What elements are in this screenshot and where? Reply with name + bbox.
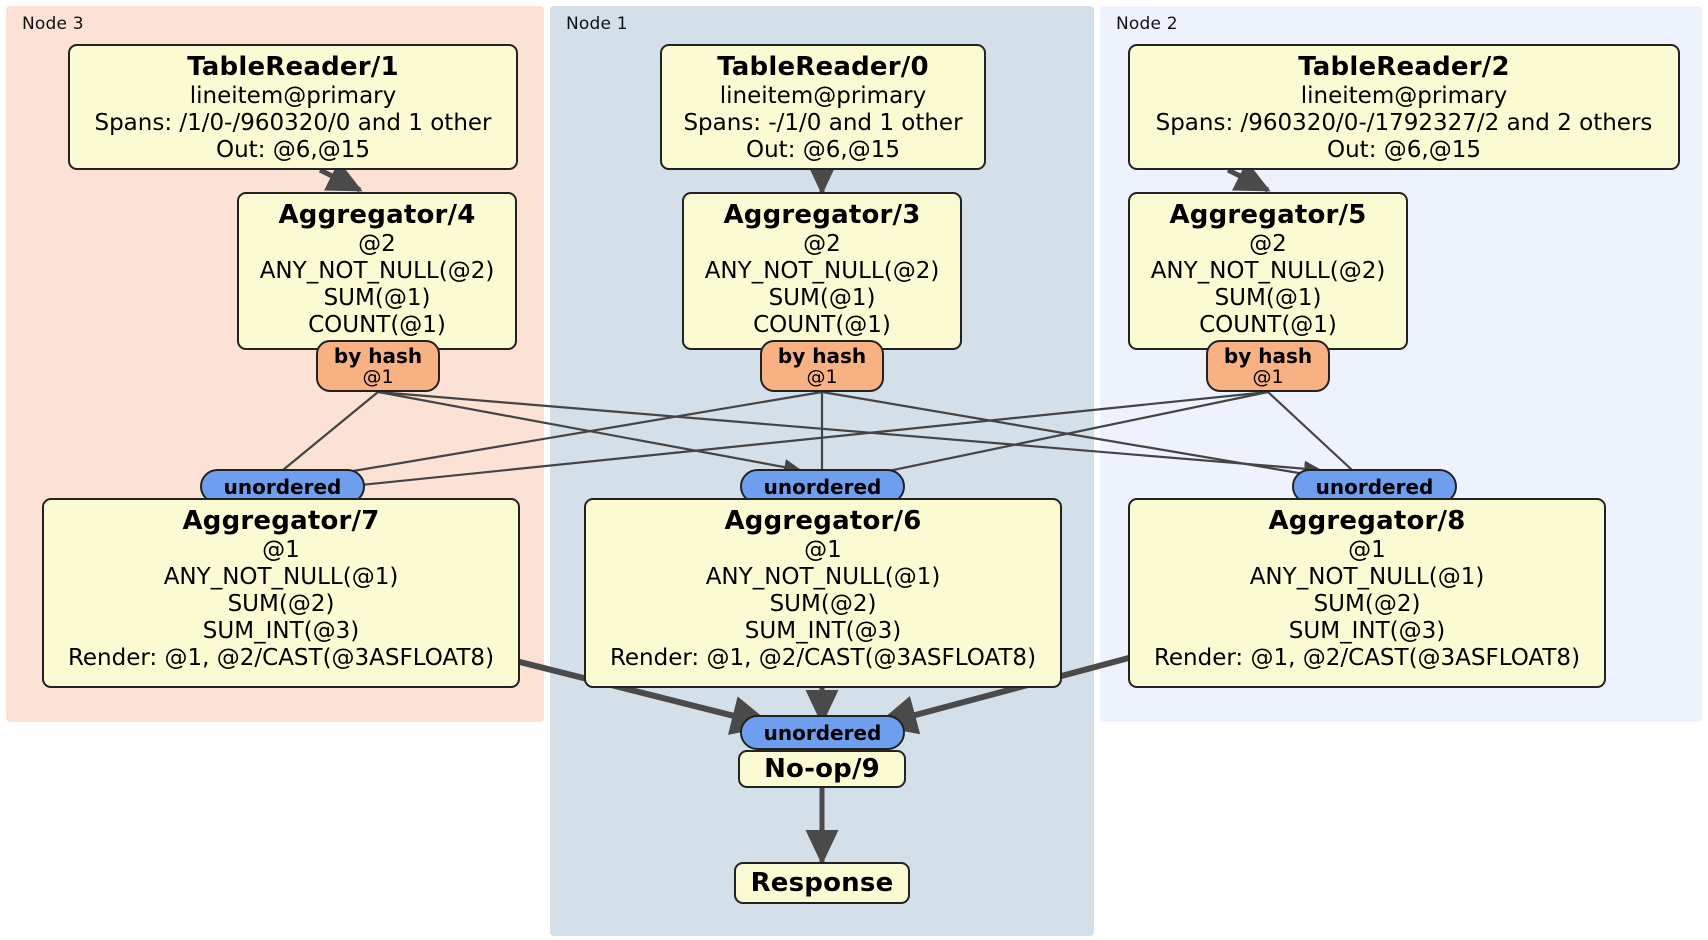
processor-line: @2 (358, 231, 396, 257)
badge-label: by hash (1223, 343, 1313, 368)
processor-aggregator-8[interactable]: Aggregator/8 @1 ANY_NOT_NULL(@1) SUM(@2)… (1128, 498, 1606, 688)
processor-title: Aggregator/7 (182, 506, 380, 536)
badge-label: unordered (763, 474, 882, 499)
processor-line: Render: @1, @2/CAST(@3ASFLOAT8) (609, 645, 1037, 671)
processor-line: Spans: -/1/0 and 1 other (683, 110, 963, 136)
processor-line: ANY_NOT_NULL(@2) (704, 258, 940, 284)
processor-title: Aggregator/4 (278, 200, 476, 230)
badge-label: unordered (1315, 474, 1434, 499)
processor-line: ANY_NOT_NULL(@1) (1249, 564, 1485, 590)
processor-line: SUM_INT(@3) (744, 618, 902, 644)
badge-by-hash-3[interactable]: by hash @1 (760, 340, 884, 392)
processor-title: TableReader/1 (187, 52, 399, 82)
processor-line: Out: @6,@15 (1327, 137, 1481, 163)
badge-label: unordered (223, 474, 342, 499)
processor-line: Spans: /1/0-/960320/0 and 1 other (94, 110, 492, 136)
processor-line: Out: @6,@15 (746, 137, 900, 163)
processor-title: Aggregator/5 (1169, 200, 1367, 230)
processor-tablereader-2[interactable]: TableReader/2 lineitem@primary Spans: /9… (1128, 44, 1680, 170)
badge-sublabel: @1 (1252, 365, 1284, 388)
processor-aggregator-6[interactable]: Aggregator/6 @1 ANY_NOT_NULL(@1) SUM(@2)… (584, 498, 1062, 688)
processor-line: SUM(@1) (768, 285, 876, 311)
processor-line: SUM_INT(@3) (1288, 618, 1446, 644)
processor-no-op-9[interactable]: No-op/9 (738, 750, 906, 788)
processor-title: Aggregator/6 (724, 506, 922, 536)
processor-line: COUNT(@1) (753, 312, 891, 338)
processor-line: SUM(@2) (227, 591, 335, 617)
processor-line: @2 (1249, 231, 1287, 257)
processor-line: Spans: /960320/0-/1792327/2 and 2 others (1155, 110, 1653, 136)
processor-line: lineitem@primary (719, 83, 927, 109)
processor-aggregator-7[interactable]: Aggregator/7 @1 ANY_NOT_NULL(@1) SUM(@2)… (42, 498, 520, 688)
processor-line: ANY_NOT_NULL(@1) (163, 564, 399, 590)
processor-tablereader-1[interactable]: TableReader/1 lineitem@primary Spans: /1… (68, 44, 518, 170)
processor-title: Aggregator/3 (723, 200, 921, 230)
processor-line: ANY_NOT_NULL(@2) (259, 258, 495, 284)
badge-label: by hash (333, 343, 423, 368)
processor-line: @1 (1348, 537, 1386, 563)
processor-line: ANY_NOT_NULL(@1) (705, 564, 941, 590)
processor-line: SUM(@1) (323, 285, 431, 311)
processor-line: SUM(@1) (1214, 285, 1322, 311)
processor-tablereader-0[interactable]: TableReader/0 lineitem@primary Spans: -/… (660, 44, 986, 170)
processor-line: @1 (804, 537, 842, 563)
badge-unordered-9[interactable]: unordered (740, 715, 905, 750)
processor-line: COUNT(@1) (1199, 312, 1337, 338)
processor-title: TableReader/0 (717, 52, 929, 82)
processor-response[interactable]: Response (734, 862, 910, 904)
processor-line: SUM(@2) (1313, 591, 1421, 617)
badge-sublabel: @1 (362, 365, 394, 388)
processor-line: Out: @6,@15 (216, 137, 370, 163)
processor-line: COUNT(@1) (308, 312, 446, 338)
badge-label: by hash (777, 343, 867, 368)
badge-by-hash-5[interactable]: by hash @1 (1206, 340, 1330, 392)
badge-by-hash-4[interactable]: by hash @1 (316, 340, 440, 392)
processor-line: lineitem@primary (189, 83, 397, 109)
badge-label: unordered (763, 720, 882, 745)
processor-line: SUM_INT(@3) (202, 618, 360, 644)
processor-aggregator-3[interactable]: Aggregator/3 @2 ANY_NOT_NULL(@2) SUM(@1)… (682, 192, 962, 350)
processor-line: lineitem@primary (1300, 83, 1508, 109)
processor-aggregator-5[interactable]: Aggregator/5 @2 ANY_NOT_NULL(@2) SUM(@1)… (1128, 192, 1408, 350)
processor-line: @1 (262, 537, 300, 563)
panel-node-3-label: Node 3 (22, 14, 84, 34)
processor-line: ANY_NOT_NULL(@2) (1150, 258, 1386, 284)
processor-title: Response (750, 868, 894, 898)
processor-title: TableReader/2 (1298, 52, 1510, 82)
panel-node-2-label: Node 2 (1116, 14, 1178, 34)
processor-line: Render: @1, @2/CAST(@3ASFLOAT8) (1153, 645, 1581, 671)
processor-line: Render: @1, @2/CAST(@3ASFLOAT8) (67, 645, 495, 671)
panel-node-1-label: Node 1 (566, 14, 628, 34)
processor-aggregator-4[interactable]: Aggregator/4 @2 ANY_NOT_NULL(@2) SUM(@1)… (237, 192, 517, 350)
processor-line: SUM(@2) (769, 591, 877, 617)
processor-title: Aggregator/8 (1268, 506, 1466, 536)
badge-sublabel: @1 (806, 365, 838, 388)
processor-title: No-op/9 (764, 754, 880, 784)
processor-line: @2 (803, 231, 841, 257)
